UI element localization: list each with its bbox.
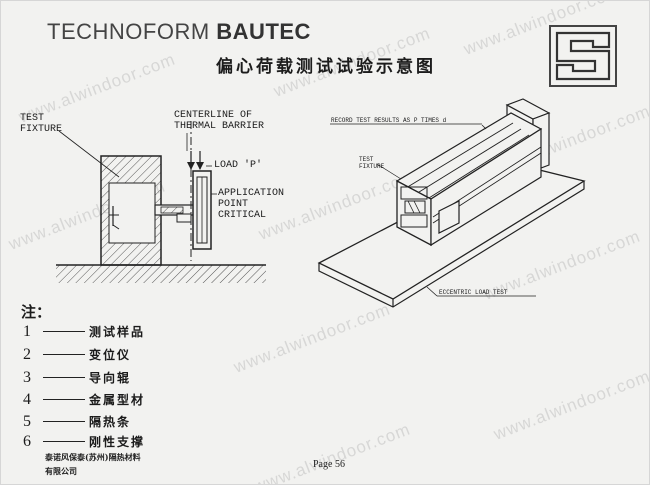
brand-bold: BAUTEC	[216, 19, 311, 44]
brand-regular: TECHNOFORM	[47, 19, 210, 44]
load-label: LOAD 'P'	[214, 160, 263, 171]
centerline-label: CENTERLINE OF THERMAL BARRIER	[174, 110, 265, 132]
company-name: 泰诺风保泰(苏州)隔热材料	[45, 452, 141, 462]
eccentric-label: ECCENTRIC LOAD TEST	[439, 289, 508, 296]
company-name-line2: 有限公司	[45, 466, 77, 476]
ground-hatch	[56, 265, 266, 283]
page-number: Page 56	[313, 459, 345, 470]
notes-title: 注：	[21, 303, 52, 321]
test-fixture-label: TEST FIXTURE	[20, 113, 63, 135]
brand-wordmark: TECHNOFORM BAUTEC	[47, 19, 311, 45]
record-label: RECORD TEST RESULTS AS P TIMES d	[331, 117, 447, 124]
application-label: APPLICATION POINT CRITICAL	[218, 188, 285, 221]
diagram-title: 偏心荷载测试试验示意图	[216, 57, 436, 77]
test-fixture-label: TEST FIXTURE	[359, 156, 385, 170]
